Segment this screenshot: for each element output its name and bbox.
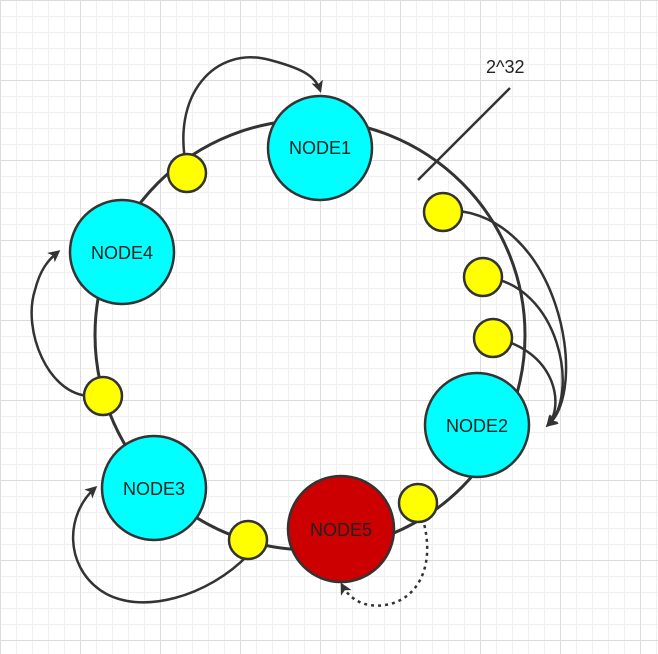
node1-circle [266, 94, 374, 202]
node3-label: NODE3 [123, 479, 185, 499]
virtual-point-3[interactable] [462, 256, 504, 298]
node4-circle [68, 198, 176, 306]
arrow-point-3-to-node2 [484, 275, 564, 428]
arrow-point-4-to-node2 [493, 336, 559, 428]
node1[interactable]: NODE1 [266, 94, 374, 202]
virtual-point-2[interactable] [422, 191, 464, 233]
virtual-point-1[interactable] [166, 152, 208, 194]
node5[interactable]: NODE5 [286, 474, 396, 584]
node2[interactable]: NODE2 [423, 371, 531, 479]
node3-circle [100, 434, 208, 542]
virtual-point-7[interactable] [82, 375, 124, 417]
ring-origin-line [417, 87, 511, 181]
virtual-point-4[interactable] [472, 317, 514, 359]
node5-label: NODE5 [310, 520, 372, 540]
ring-origin-label: 2^32 [486, 57, 524, 77]
virtual-point-6[interactable] [227, 519, 269, 561]
node4[interactable]: NODE4 [68, 198, 176, 306]
mapping-arrows [30, 56, 568, 607]
node1-label: NODE1 [289, 138, 351, 158]
virtual-points [82, 152, 514, 561]
node4-label: NODE4 [91, 243, 153, 263]
node5-circle [286, 474, 396, 584]
arrow-point-6-to-node3 [71, 485, 249, 604]
node3[interactable]: NODE3 [100, 434, 208, 542]
node2-circle [423, 371, 531, 479]
node2-label: NODE2 [446, 416, 508, 436]
arrow-point-1-to-node1 [182, 56, 323, 171]
virtual-point-5[interactable] [397, 482, 439, 524]
arrow-point-5-to-node5 [340, 504, 429, 607]
arrow-point-7-to-node4 [30, 250, 91, 398]
